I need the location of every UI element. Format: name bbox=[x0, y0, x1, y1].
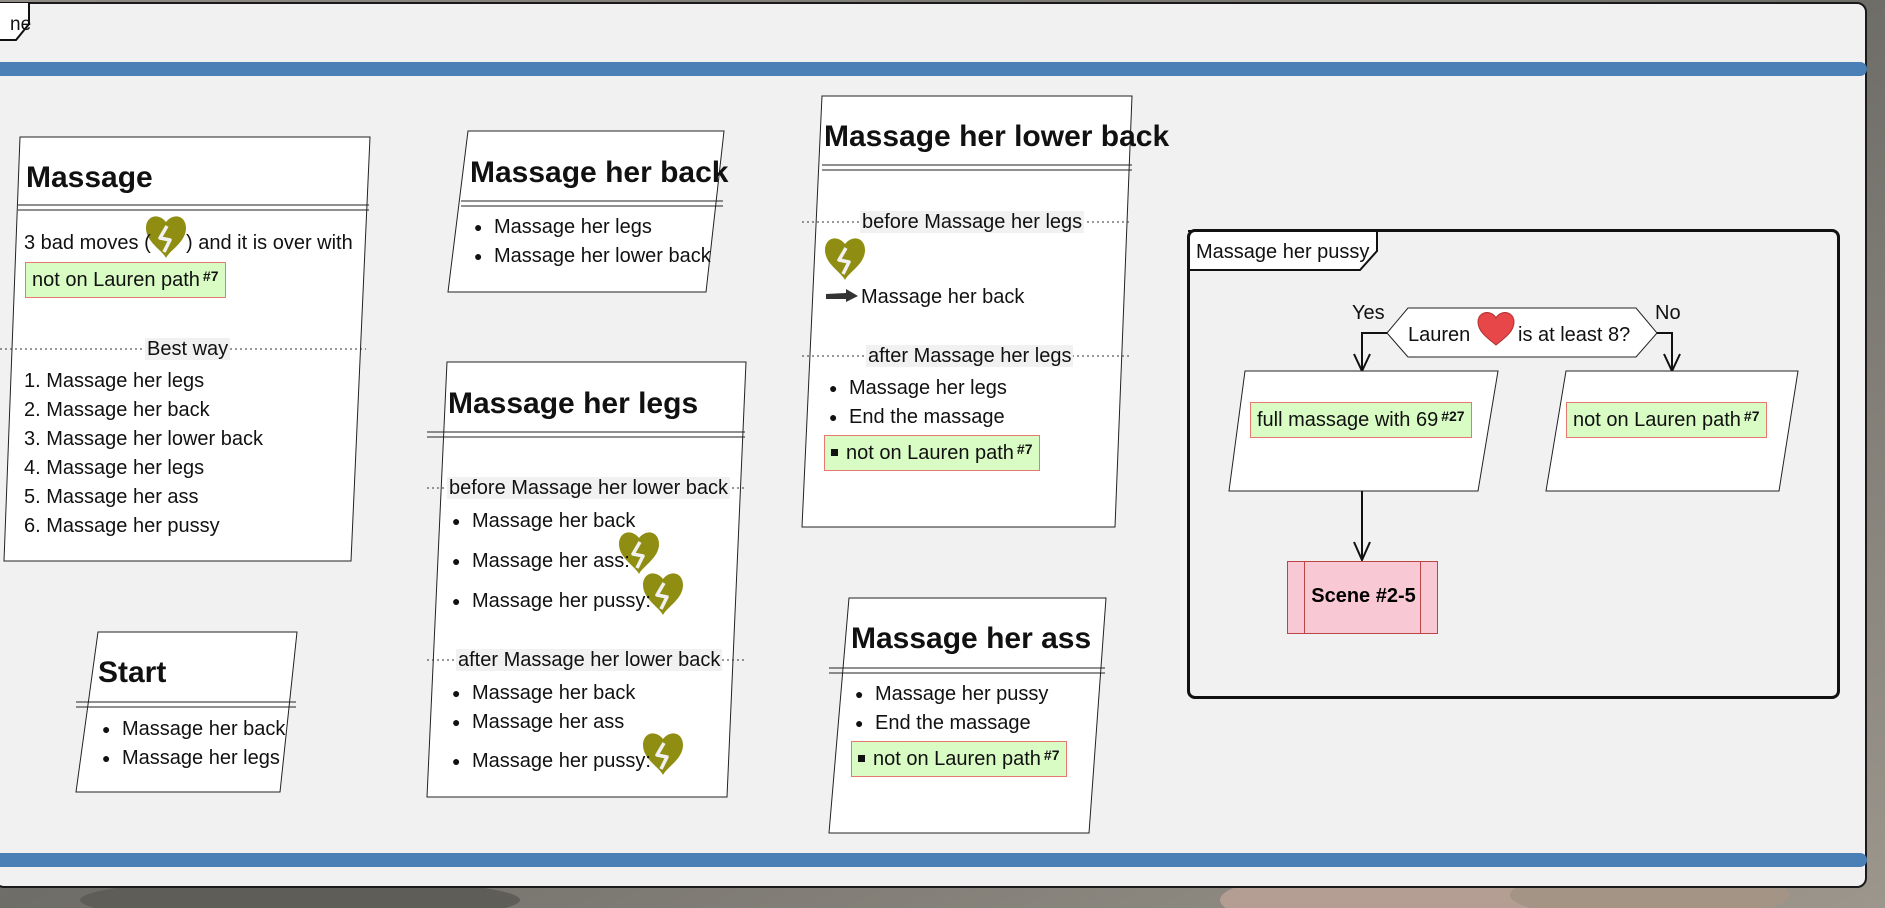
yes-branch bbox=[1361, 332, 1387, 369]
lower-back-after-item: End the massage bbox=[829, 406, 1005, 428]
back-item: Massage her lower back bbox=[474, 245, 711, 267]
no-branch bbox=[1657, 332, 1673, 369]
no-tag: not on Lauren path#7 bbox=[1566, 402, 1767, 438]
tag-text: full massage with 69 bbox=[1257, 409, 1439, 431]
back-item: Massage her legs bbox=[474, 216, 652, 238]
legs-before-item: Massage her ass: bbox=[452, 550, 630, 572]
massage-step: 5. Massage her ass bbox=[24, 486, 199, 508]
yes-label: Yes bbox=[1352, 302, 1385, 324]
tag-ref: #7 bbox=[202, 268, 219, 284]
legs-after-item: Massage her pussy: bbox=[452, 750, 651, 772]
massage-step: 3. Massage her lower back bbox=[24, 428, 264, 450]
tag-ref: #7 bbox=[1016, 441, 1033, 457]
tag-text: not on Lauren path bbox=[32, 269, 200, 291]
top-blue-bar bbox=[0, 62, 1867, 76]
decision-text-a: Lauren bbox=[1408, 324, 1471, 346]
lower-back-title: Massage her lower back bbox=[824, 120, 1170, 153]
bottom-blue-bar bbox=[0, 853, 1867, 867]
massage-title: Massage bbox=[26, 161, 153, 194]
legs-after-label: after Massage her lower back bbox=[456, 649, 723, 671]
ass-item: End the massage bbox=[855, 712, 1031, 734]
tag-ref: #7 bbox=[1043, 747, 1060, 763]
massage-step: 1. Massage her legs bbox=[24, 370, 205, 392]
tag-text: not on Lauren path bbox=[858, 748, 1041, 770]
pussy-group bbox=[1187, 229, 1840, 699]
ass-title: Massage her ass bbox=[851, 622, 1092, 655]
lower-back-arrow-item: Massage her back bbox=[861, 286, 1025, 308]
scene-label: Scene #2-5 bbox=[1311, 585, 1416, 607]
massage-bad-moves-b: ) and it is over with bbox=[186, 232, 353, 254]
yes-tag: full massage with 69#27 bbox=[1250, 402, 1472, 438]
tag-ref: #27 bbox=[1441, 408, 1465, 424]
massage-bad-moves-a: 3 bad moves ( bbox=[24, 232, 151, 254]
massage-best-way-label: Best way bbox=[145, 338, 231, 360]
legs-before-label: before Massage her lower back bbox=[447, 477, 731, 499]
pussy-group-title: Massage her pussy bbox=[1196, 241, 1370, 263]
tag-text: not on Lauren path bbox=[1573, 409, 1741, 431]
tag-ref: #7 bbox=[1743, 408, 1760, 424]
start-item: Massage her legs bbox=[102, 747, 280, 769]
ass-item: Massage her pussy bbox=[855, 683, 1048, 705]
legs-before-item: Massage her back bbox=[452, 510, 635, 532]
legs-after-item: Massage her back bbox=[452, 682, 635, 704]
scene-node: Scene #2-5 bbox=[1287, 561, 1438, 634]
legs-before-item: Massage her pussy: bbox=[452, 590, 651, 612]
start-item: Massage her back bbox=[102, 718, 285, 740]
massage-tag: not on Lauren path#7 bbox=[25, 262, 226, 298]
lower-back-before-label: before Massage her legs bbox=[860, 211, 1085, 233]
arrow-right-icon bbox=[826, 289, 858, 302]
scene-inner-border bbox=[1304, 562, 1421, 633]
legs-title: Massage her legs bbox=[448, 387, 699, 420]
no-label: No bbox=[1655, 302, 1681, 324]
lower-back-after-label: after Massage her legs bbox=[866, 345, 1074, 367]
frame-tab bbox=[0, 2, 30, 41]
heart-icon bbox=[1477, 312, 1515, 346]
massage-step: 6. Massage her pussy bbox=[24, 515, 220, 537]
tag-text: not on Lauren path bbox=[831, 442, 1014, 464]
frame-tab-label: ne bbox=[10, 14, 32, 35]
legs-after-item: Massage her ass bbox=[452, 711, 624, 733]
lower-back-tag: not on Lauren path#7 bbox=[824, 435, 1040, 471]
start-title: Start bbox=[98, 656, 167, 689]
back-title: Massage her back bbox=[470, 156, 729, 189]
decision-text-b: is at least 8? bbox=[1518, 324, 1631, 346]
massage-step: 2. Massage her back bbox=[24, 399, 210, 421]
ass-tag: not on Lauren path#7 bbox=[851, 741, 1067, 777]
massage-step: 4. Massage her legs bbox=[24, 457, 205, 479]
lower-back-after-item: Massage her legs bbox=[829, 377, 1007, 399]
